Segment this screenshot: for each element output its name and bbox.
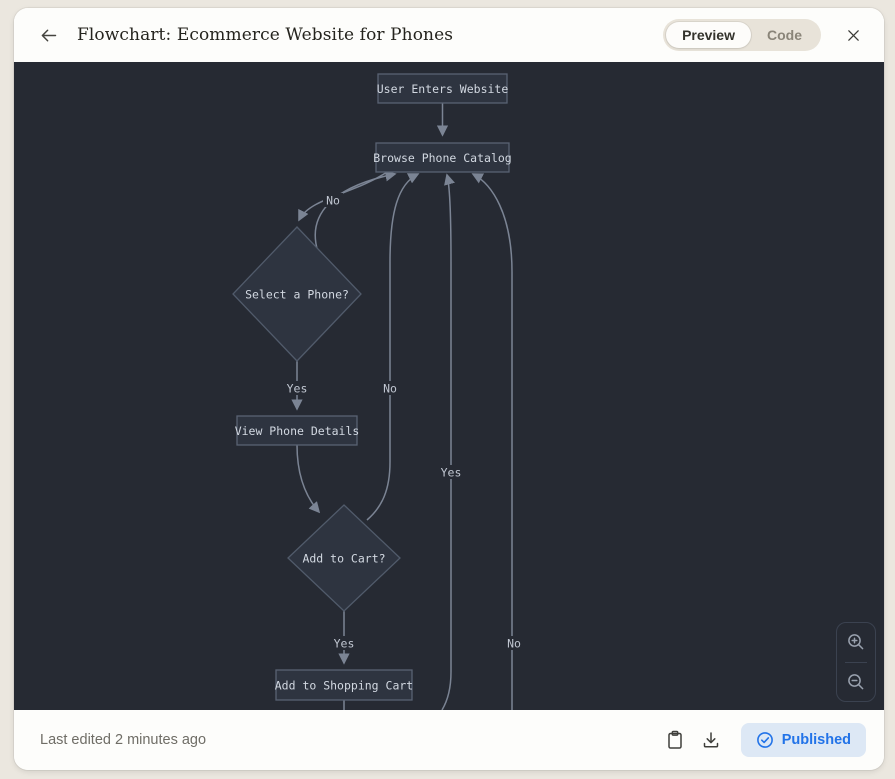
tab-preview[interactable]: Preview <box>666 22 751 48</box>
zoom-in-button[interactable] <box>837 623 875 662</box>
header: Flowchart: Ecommerce Website for Phones … <box>14 8 884 62</box>
view-toggle: Preview Code <box>663 19 821 51</box>
close-icon <box>845 27 862 44</box>
edge-label: Yes <box>437 465 465 480</box>
edge-label: No <box>504 636 524 651</box>
svg-text:User Enters Website: User Enters Website <box>377 82 509 96</box>
back-button[interactable] <box>34 21 63 50</box>
copy-button[interactable] <box>661 725 689 755</box>
magnifier-plus-icon <box>845 631 867 653</box>
footer: Last edited 2 minutes ago <box>14 710 884 770</box>
magnifier-minus-icon <box>845 671 867 693</box>
clipboard-icon <box>665 729 685 751</box>
edge-view-to-addcart <box>296 444 321 514</box>
published-label: Published <box>781 732 851 748</box>
edge-label: No <box>323 193 343 208</box>
zoom-controls <box>836 622 876 702</box>
edge-label: Yes <box>330 636 358 651</box>
flowchart-svg: No Yes No Yes Yes No <box>232 73 524 710</box>
download-button[interactable] <box>697 726 725 754</box>
published-button[interactable]: Published <box>740 723 866 757</box>
node-browse-phone-catalog: Browse Phone Catalog <box>373 142 512 173</box>
node-user-enters-website: User Enters Website <box>377 73 509 104</box>
last-edited-status: Last edited 2 minutes ago <box>40 732 207 748</box>
arrow-left-icon <box>38 25 59 46</box>
edge-addcart-no-browse <box>366 173 420 521</box>
node-select-a-phone: Select a Phone? <box>232 226 362 362</box>
node-view-phone-details: View Phone Details <box>235 415 360 446</box>
check-circle-icon <box>756 731 774 749</box>
svg-text:Select a Phone?: Select a Phone? <box>245 288 349 302</box>
svg-text:No: No <box>383 382 397 396</box>
flowchart-canvas[interactable]: No Yes No Yes Yes No <box>14 62 884 710</box>
svg-text:Browse Phone Catalog: Browse Phone Catalog <box>373 151 511 165</box>
svg-text:Yes: Yes <box>287 382 308 396</box>
svg-text:No: No <box>326 194 340 208</box>
svg-text:View Phone Details: View Phone Details <box>235 424 360 438</box>
zoom-out-button[interactable] <box>837 663 875 702</box>
divider <box>845 661 867 663</box>
svg-text:No: No <box>507 637 521 651</box>
svg-text:Yes: Yes <box>441 466 462 480</box>
tab-code[interactable]: Code <box>751 22 818 48</box>
edge-offscreen-no-browse <box>471 173 513 710</box>
page-title: Flowchart: Ecommerce Website for Phones <box>77 25 454 45</box>
edge-label: Yes <box>283 381 311 396</box>
svg-text:Add to Shopping Cart: Add to Shopping Cart <box>275 679 413 693</box>
svg-text:Yes: Yes <box>334 637 355 651</box>
edge-select-no-browse <box>314 170 397 253</box>
artifact-window: Flowchart: Ecommerce Website for Phones … <box>14 8 884 770</box>
download-icon <box>701 730 721 750</box>
close-button[interactable] <box>841 23 866 48</box>
node-add-to-shopping-cart: Add to Shopping Cart <box>275 669 413 701</box>
edge-label: No <box>380 381 400 396</box>
edge-offscreen-yes-browse <box>441 173 455 710</box>
node-add-to-cart: Add to Cart? <box>287 504 401 612</box>
svg-text:Add to Cart?: Add to Cart? <box>302 552 385 566</box>
